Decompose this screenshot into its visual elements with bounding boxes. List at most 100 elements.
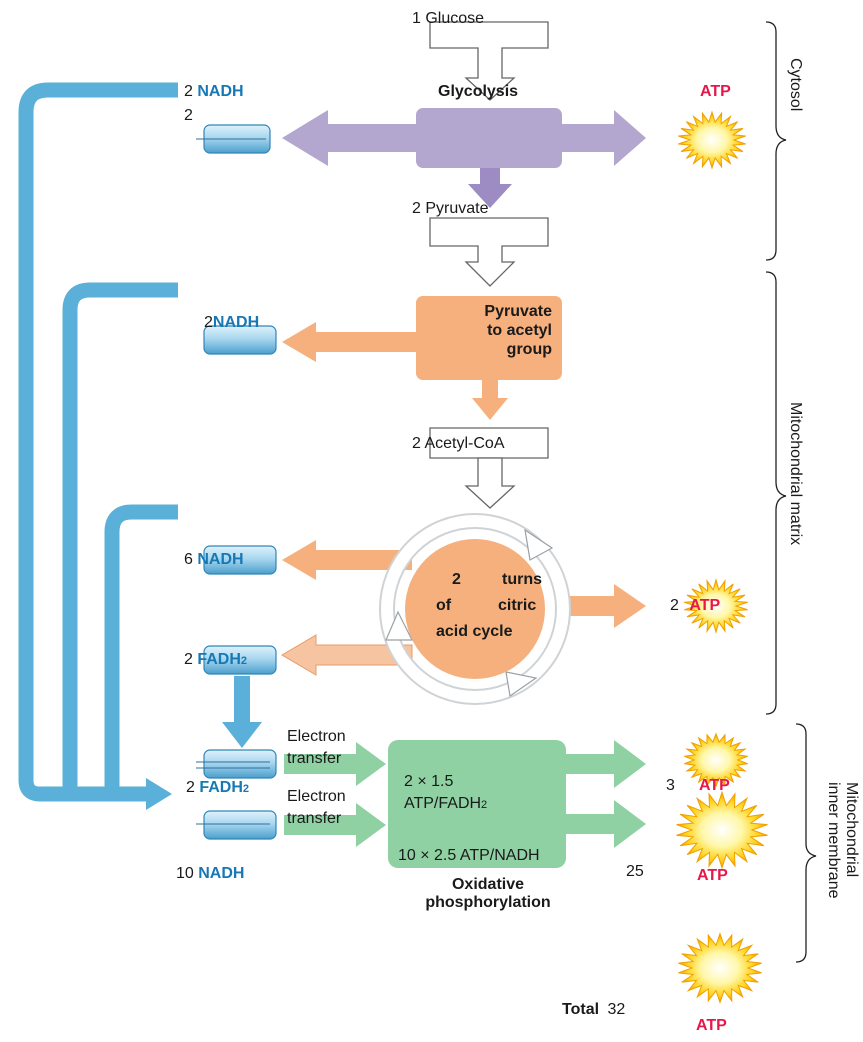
region-cytosol: Cytosol (787, 58, 804, 112)
total: Total 32 (562, 1002, 625, 1018)
cycle-fadh2: 2 FADH2 (184, 652, 247, 668)
oxphos-fadh2-sub: 2 (242, 783, 250, 795)
region-braces (765, 21, 817, 963)
oxphos-atp-arrow-1 (560, 740, 646, 788)
region-membrane-line1: Mitochondrial (843, 782, 860, 878)
atp-star-oxphos-2-icon (676, 790, 768, 870)
acetyl-coa-box (429, 427, 549, 459)
cycle-nadh-arrow (282, 540, 412, 580)
cycle-core (405, 539, 545, 679)
atp-star-oxphos-1-icon (684, 732, 748, 788)
carrier-glycolysis-nadh (196, 124, 271, 154)
glycolysis-carrier-count: 2 (184, 107, 193, 124)
electron-transfer-2-line2: transfer (287, 810, 342, 828)
pyruvate-oxidation-group (282, 296, 562, 509)
acetyl-coa-down-arrow (464, 457, 516, 509)
carrier-cycle-nadh (203, 545, 277, 575)
total-count: 32 (607, 1001, 626, 1018)
transfer-arrow-1 (284, 742, 386, 786)
cycle-nadh-label: NADH (197, 551, 244, 568)
oxphos-nadh-label: NADH (198, 865, 245, 882)
cycle-text-2: 2 (452, 571, 461, 588)
electron-transfer-1-line2: transfer (287, 750, 342, 768)
pyruvate-down-arrow (472, 380, 508, 420)
atp-star-glycolysis-icon (678, 110, 746, 170)
pyruvate-label: 2 Pyruvate (412, 200, 489, 217)
electron-transfer-1-line1: Electron (287, 728, 346, 745)
transfer-arrow-2 (284, 803, 386, 847)
cycle-atp-arrow (560, 584, 646, 628)
nadh-glycolysis-path (18, 82, 178, 802)
oxphos-box (388, 740, 566, 868)
total-label: Total (562, 1001, 600, 1018)
pyruvate-nadh-label: NADH (212, 314, 260, 331)
cycle-text-citric: citric (498, 597, 537, 614)
glycolysis-down-arrow (468, 158, 512, 208)
oxphos-title-line1: Oxidative (451, 876, 525, 893)
pyruvate-title-line1: Pyruvate (484, 303, 552, 320)
cycle-fadh2-sub: 2 (240, 655, 248, 667)
electron-transfer-1: Electron transfer (287, 726, 346, 771)
carrier-oxphos-nadh (196, 810, 277, 840)
pyruvate-box (416, 296, 562, 380)
glycolysis-box (416, 108, 562, 168)
glycolysis-nadh-label: NADH (197, 83, 244, 100)
oxphos-rate-fadh2-sub: 2 (481, 799, 488, 811)
oxphos-nadh: 10 NADH (176, 866, 244, 882)
cycle-text-of: of (436, 597, 452, 614)
cycle-fadh2-arrow (281, 634, 413, 676)
pyruvate-output-arrow (429, 217, 549, 287)
electron-carrier-paths (18, 82, 178, 802)
electron-transfer-2: Electron transfer (287, 786, 346, 831)
acetyl-coa-label: 2 Acetyl-CoA (412, 435, 505, 452)
oxphos-atp-1-label: ATP (699, 777, 730, 794)
oxphos-atp-2-count: 25 (626, 863, 644, 880)
oxphos-title: Oxidative phosphorylation (398, 876, 578, 913)
region-matrix: Mitochondrial matrix (787, 402, 804, 546)
pyruvate-nadh-count: 2 (204, 314, 213, 331)
cycle-arrow-bottom (505, 671, 538, 698)
glucose-label: 1 Glucose (412, 10, 485, 27)
cycle-atp-label: ATP (689, 597, 721, 614)
carrier-oxphos-fadh2 (196, 749, 277, 779)
cycle-text-turns: turns (502, 571, 542, 588)
oxphos-atp-2-label: ATP (697, 867, 728, 884)
glycolysis-nadh: 2 NADH (184, 84, 244, 100)
citric-cycle-carrier-path (104, 504, 178, 794)
cycle-atp: 2 ATP (670, 598, 720, 614)
atp-star-total-icon (678, 932, 762, 1004)
pyruvate-nadh-arrow (282, 322, 420, 362)
oxphos-nadh-count: 10 (176, 865, 194, 882)
oxphos-fadh2-label: FADH (199, 779, 243, 796)
oxphos-rate-fadh2-line2: ATP/FADH2 (404, 796, 487, 812)
carrier-path-arrowhead (146, 778, 172, 810)
oxphos-title-line2: phosphorylation (425, 894, 551, 912)
pyruvate-box-title: Pyruvate to acetyl group (426, 302, 552, 360)
matrix-brace (765, 271, 787, 715)
oxphos-fadh2-count: 2 (186, 779, 195, 796)
pyruvate-nadh: 2NADH (204, 315, 259, 331)
carrier-pyruvate-nadh (203, 325, 277, 355)
glycolysis-group (282, 21, 646, 287)
carrier-cylinders (196, 124, 277, 840)
citric-cycle-group (281, 513, 646, 705)
cycle-arrow-top (524, 528, 554, 561)
glycolysis-title: Glycolysis (438, 83, 519, 100)
cycle-atp-count: 2 (670, 597, 679, 614)
region-membrane: Mitochondrial inner membrane (823, 782, 860, 899)
atp-star-cycle-icon (684, 577, 748, 635)
oxphos-rate-fadh2-line1: 2 × 1.5 (404, 773, 454, 790)
fadh2-down-arrow (222, 676, 262, 748)
pyruvate-title-line2: to acetyl (487, 322, 552, 340)
cycle-fadh2-count: 2 (184, 651, 193, 668)
region-membrane-line2: inner membrane (824, 782, 842, 899)
cycle-nadh-count: 6 (184, 551, 193, 568)
glycolysis-atp-label: ATP (700, 83, 731, 100)
carrier-cycle-fadh2 (203, 645, 277, 675)
oxphos-rate-fadh2-text: ATP/FADH (404, 795, 482, 812)
cycle-text-acid-cycle: acid cycle (436, 623, 513, 640)
oxphos-atp-arrow-2 (560, 800, 646, 848)
nadh-pyruvate-path (62, 282, 178, 794)
